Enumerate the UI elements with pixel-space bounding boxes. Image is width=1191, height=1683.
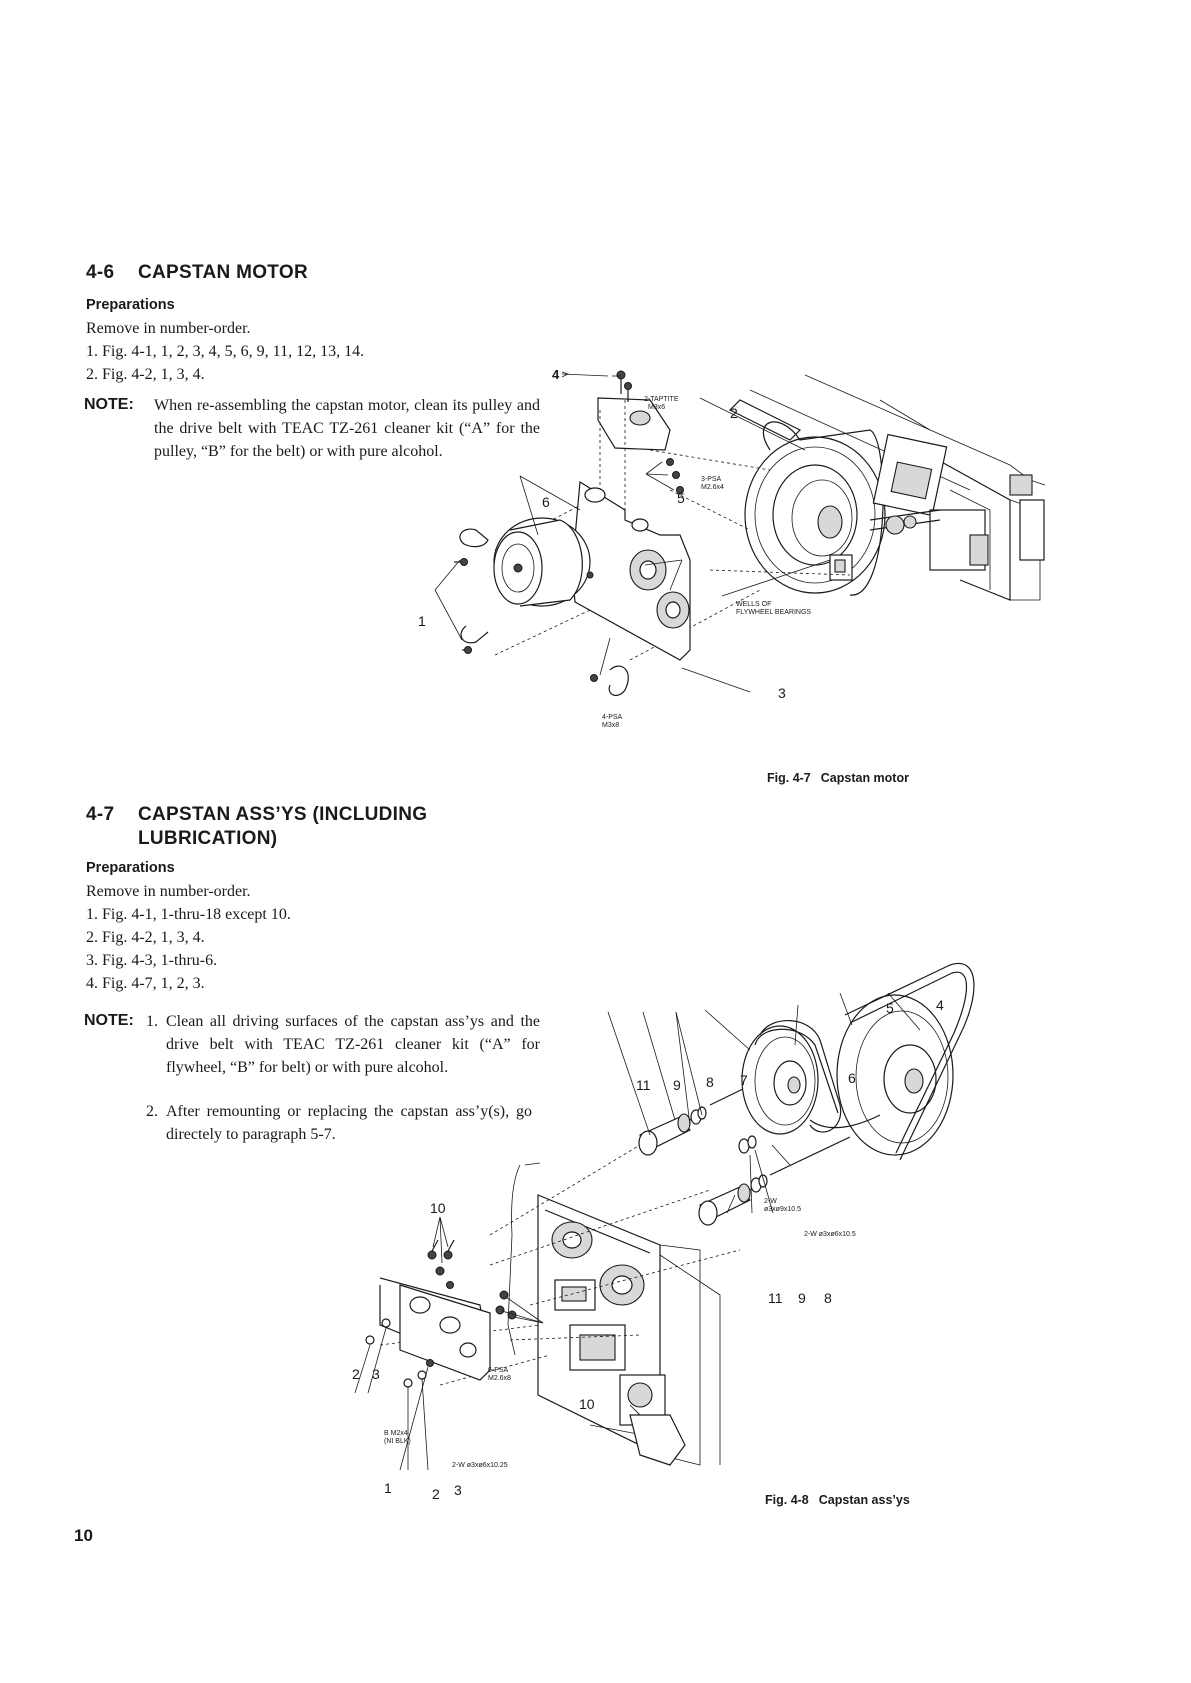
fig-4-7-caption-title: Capstan motor	[820, 771, 909, 785]
section-4-6-step-2: 2. Fig. 4-2, 1, 3, 4.	[86, 366, 205, 383]
fig48-callout-11-bottom: 11	[768, 1290, 783, 1306]
fig48-screw-b-label-1: B M2x4	[384, 1430, 408, 1437]
fig47-callout-4: 4	[552, 367, 560, 382]
fig48-washer-a-label-1: 2-W	[764, 1198, 777, 1205]
section-4-7-intro: Remove in number-order.	[86, 883, 251, 900]
section-4-6-steps: Remove in number-order. 1. Fig. 4-1, 1, …	[86, 317, 364, 386]
fig-4-8-caption: Fig. 4-8 Capstan ass’ys	[765, 1493, 910, 1507]
fig47-screw-mid-label-2: M2.6x4	[701, 484, 724, 491]
section-4-6-title: CAPSTAN MOTOR	[138, 262, 308, 283]
fig48-callout-7: 7	[740, 1072, 748, 1088]
fig48-callout-8-bottom: 8	[824, 1290, 832, 1306]
fig47-callout-6: 6	[542, 494, 550, 510]
fig48-callout-5: 5	[886, 1000, 894, 1016]
fig-4-8-caption-number: Fig. 4-8	[765, 1493, 809, 1507]
section-4-7-note-2-text: After remounting or replacing the capsta…	[166, 1103, 532, 1143]
fig-4-7-diagram: 4 2-TAPTITE M3x6 2 3-PSA M2.6x4 5 6 WELL…	[418, 367, 1046, 729]
fig47-screw-top-label-1: 2-TAPTITE	[644, 396, 679, 403]
fig47-screw-bot-label-2: M3x8	[602, 722, 619, 729]
fig48-screw-psa-label-1: 6-PSA	[488, 1367, 509, 1374]
fig47-screw-mid-label-1: 3-PSA	[701, 476, 722, 483]
section-4-7-title-line-2: LUBRICATION)	[138, 828, 278, 849]
fig47-wells-label-1: WELLS OF	[736, 601, 771, 608]
section-4-6-number: 4-6	[86, 262, 115, 283]
section-4-7-step-2: 2. Fig. 4-2, 1, 3, 4.	[86, 929, 205, 946]
fig47-callout-2: 2	[730, 405, 738, 421]
section-4-7-steps: Remove in number-order. 1. Fig. 4-1, 1-t…	[86, 880, 291, 995]
fig47-screw-bot-label-1: 4-PSA	[602, 714, 623, 721]
section-4-6-intro: Remove in number-order.	[86, 320, 251, 337]
fig47-screw-top-label-2: M3x6	[648, 404, 665, 411]
fig48-callout-8-top: 8	[706, 1074, 714, 1090]
fig48-callout-10-top: 10	[430, 1200, 446, 1216]
fig-4-8-diagram: 5 4 6 7 8 9 11 2-W ø3xø9x10.5 2-W ø3xø6x…	[352, 962, 975, 1502]
section-4-6-note-label: NOTE:	[84, 396, 134, 413]
fig47-callout-3: 3	[778, 685, 786, 701]
section-4-7-title-line-1: CAPSTAN ASS’YS (INCLUDING	[138, 804, 428, 825]
section-4-7-note-1-marker: 1.	[146, 1013, 158, 1030]
section-4-6-heading: 4-6 CAPSTAN MOTOR	[86, 262, 308, 284]
fig48-washer-b-label: 2-W ø3xø6x10.5	[804, 1231, 856, 1238]
fig-4-7-caption: Fig. 4-7 Capstan motor	[767, 771, 909, 785]
fig48-callout-10-bottom: 10	[579, 1396, 595, 1412]
fig48-callout-4: 4	[936, 997, 944, 1013]
fig48-callout-1: 1	[384, 1480, 392, 1496]
fig48-callout-6: 6	[848, 1070, 856, 1086]
fig48-callout-2-bottom: 2	[432, 1486, 440, 1502]
section-4-7-heading: 4-7 CAPSTAN ASS’YS (INCLUDING LUBRICATION…	[86, 803, 427, 851]
fig48-washer-a-label-2: ø3xø9x10.5	[764, 1206, 801, 1213]
section-4-6-preparations-label: Preparations	[86, 297, 175, 313]
section-4-7-note-label: NOTE:	[84, 1012, 134, 1029]
fig47-callout-1: 1	[418, 613, 426, 629]
fig48-screw-b-label-2: (NI BLK)	[384, 1438, 411, 1445]
page-number: 10	[74, 1526, 93, 1545]
section-4-6-step-1: 1. Fig. 4-1, 1, 2, 3, 4, 5, 6, 9, 11, 12…	[86, 343, 365, 360]
fig48-washer-c-label: 2-W ø3xø6x10.25	[452, 1462, 508, 1469]
fig48-screw-psa-label-2: M2.6x8	[488, 1375, 511, 1382]
fig48-callout-9-bottom: 9	[798, 1290, 806, 1306]
section-4-7-note-2-marker: 2.	[146, 1103, 158, 1120]
section-4-7-number: 4-7	[86, 804, 115, 825]
section-4-7-step-4: 4. Fig. 4-7, 1, 2, 3.	[86, 975, 205, 992]
fig-4-7-caption-number: Fig. 4-7	[767, 771, 811, 785]
section-4-7-note-item-2: 2. After remounting or replacing the cap…	[146, 1100, 532, 1146]
section-4-7-preparations-label: Preparations	[86, 860, 175, 876]
fig48-callout-3-top: 3	[372, 1366, 380, 1382]
section-4-7-step-1: 1. Fig. 4-1, 1-thru-18 except 10.	[86, 906, 291, 923]
section-4-7-step-3: 3. Fig. 4-3, 1-thru-6.	[86, 952, 218, 969]
fig47-wells-label-2: FLYWHEEL BEARINGS	[736, 609, 811, 616]
section-4-7-note-item-1: 1. Clean all driving surfaces of the cap…	[146, 1010, 540, 1079]
fig47-callout-5: 5	[677, 490, 685, 506]
fig48-callout-9-top: 9	[673, 1077, 681, 1093]
fig-4-8-caption-title: Capstan ass’ys	[818, 1493, 910, 1507]
section-4-7-note-1-text: Clean all driving surfaces of the capsta…	[166, 1013, 540, 1076]
fig48-callout-3-bottom: 3	[454, 1482, 462, 1498]
fig48-callout-11-top: 11	[636, 1077, 651, 1093]
section-4-6-note-text: When re-assembling the capstan motor, cl…	[154, 397, 540, 460]
fig48-callout-2-top: 2	[352, 1366, 360, 1382]
